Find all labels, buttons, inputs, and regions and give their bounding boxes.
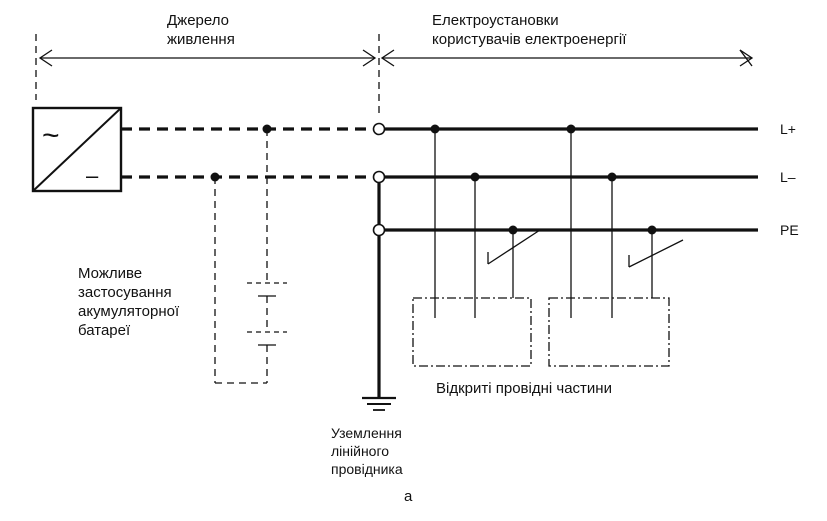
earthing-label-line-3: провідника [331,461,403,477]
battery-icon [214,129,287,384]
consumers-span-arrow [380,49,754,67]
insulation-monitor-1-icon [487,229,541,265]
battery-label-line-2: застосування [78,284,172,301]
battery-label-line-1: Можливе [78,265,142,282]
consumer-2-connections [566,124,657,318]
consumer-1-connections [430,124,518,318]
pe-label: PE [780,222,799,238]
l-minus-label: L– [780,169,796,185]
battery-label-line-3: акумуляторної [78,303,180,320]
earthing-label-line-2: лінійного [331,443,389,459]
exposed-part-2 [548,297,670,367]
exposed-parts-label: Відкриті провідні частини [436,380,612,397]
ac-dc-converter-icon [31,106,123,193]
l-minus-terminal [372,170,386,184]
battery-label-line-4: батареї [78,322,131,339]
source-span-arrow [38,49,377,67]
earthing-label-line-1: Уземлення [331,425,402,441]
figure-caption: а [404,488,413,505]
consumers-label-line-1: Електроустановки [432,12,559,29]
l-plus-terminal [372,122,386,136]
earth-icon [362,396,396,411]
exposed-part-1 [412,297,532,367]
l-plus-label: L+ [780,121,796,137]
source-label-line-2: живлення [167,31,235,48]
insulation-monitor-2-icon [628,239,684,268]
ac-symbol: ~ [42,119,60,152]
dc-symbol: – [86,163,99,188]
consumers-label-line-2: користувачів електроенергії [432,31,627,48]
pe-terminal [372,223,386,237]
source-label-line-1: Джерело [167,12,229,29]
